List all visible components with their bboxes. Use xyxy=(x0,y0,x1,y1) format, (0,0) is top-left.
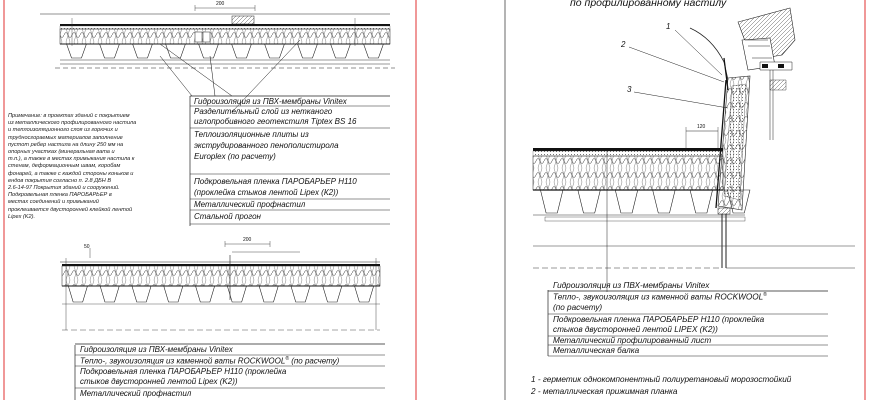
top-left-roof-section xyxy=(40,5,395,113)
legend-item-1: 1 - герметик однокомпонентный полиуретан… xyxy=(531,375,792,384)
bottom-registered-mark: ® xyxy=(285,356,289,362)
top-layer-4b: (проклейка стыков лентой Lipex (К2)) xyxy=(194,188,339,197)
top-dimension-200: 200 xyxy=(216,1,225,7)
note-line: стенам, деформационным швам, коробам xyxy=(8,163,121,170)
right-layer-4: Металлический профилированный лист xyxy=(553,336,712,345)
right-layer-1: Гидроизоляция из ПВХ-мембраны Vinitex xyxy=(553,281,710,290)
note-line: ендов покрытия согласно п. 2.8 ДБН В xyxy=(8,177,112,184)
callout-3: 3 xyxy=(627,85,632,94)
bottom-layer-3b: стыков двусторонней лентой Lipex (K2)) xyxy=(80,377,238,386)
note-line: т.п.), а также в местах примыкания насти… xyxy=(8,156,135,163)
note-line: проклеивается двусторонней клейкой ленто… xyxy=(8,206,133,213)
top-layer-3: Теплоизоляционные плиты из xyxy=(194,130,309,139)
top-layer-2b: иглопробивного геотекстиля Tiptex BS 16 xyxy=(194,117,357,126)
callout-2: 2 xyxy=(621,40,626,49)
note-line: Lipex (K2). xyxy=(8,213,36,220)
top-layer-1: Гидроизоляция из ПВХ-мембраны Vinitex xyxy=(194,97,347,106)
right-layer-2: Тепло-, звукоизоляция из каменной ваты R… xyxy=(553,292,767,302)
note-line: фонарей, а также с каждой стороны конько… xyxy=(8,170,134,177)
note-line: и теплоизоляционного слоя из горючих и xyxy=(8,127,118,134)
registered-mark: ® xyxy=(763,292,767,298)
legend-item-2: 2 - металлическая прижимная планка xyxy=(531,387,678,396)
right-layer-3: Подкровельная пленка ПАРОБАРЬЕР Н110 (пр… xyxy=(553,315,765,324)
bottom-layer-4: Металлический профнастил xyxy=(80,389,192,398)
right-detail-title: по профилированному настилу xyxy=(570,0,727,9)
bottom-dimension-200: 200 xyxy=(243,237,252,243)
note-line: местах соединений и примыканий xyxy=(8,199,99,206)
right-layer-5: Металлическая балка xyxy=(553,346,640,355)
note-line: трудносгораемых материалов заполнение xyxy=(8,134,123,141)
right-layer-table xyxy=(547,290,828,357)
top-layer-4: Подкровельная пленка ПАРОБАРЬЕР Н110 xyxy=(194,177,357,186)
top-layer-2: Разделительный слой из нетканого xyxy=(194,107,333,116)
note-line: 2.6-14-97 Покрытия зданий и сооружений. xyxy=(8,185,120,191)
bottom-layer-3: Подкровельная пленка ПАРОБАРЬЕР Н110 (пр… xyxy=(80,367,287,376)
note-line: опорных участках (минеральная вата и xyxy=(8,149,115,155)
top-layer-3b: экструдированного пенополистирола xyxy=(194,141,339,150)
right-layer-2b: (по расчету) xyxy=(553,303,603,312)
bottom-layer-2: Тепло-, звукоизоляция из каменной ваты R… xyxy=(80,356,340,366)
top-layer-3c: Europlex (по расчету) xyxy=(194,152,276,161)
note-line: Подкровельная пленка ПАРОБАРЬЕР в xyxy=(8,192,112,199)
dimension-120: 120 xyxy=(697,124,706,130)
top-layer-5: Металлический профнастил xyxy=(194,200,306,209)
bottom-dimension-50: 50 xyxy=(84,244,90,250)
top-left-layer-table xyxy=(189,95,390,226)
note-line: из металлического профилированного насти… xyxy=(8,120,137,127)
bottom-layer-1: Гидроизоляция из ПВХ-мембраны Vinitex xyxy=(80,345,233,354)
right-parapet-section xyxy=(532,7,855,292)
note-line: Примечание: в проектах зданий с покрытие… xyxy=(8,113,130,119)
callout-1: 1 xyxy=(666,22,671,31)
bottom-left-roof-section xyxy=(60,241,381,331)
top-layer-6: Стальной прогон xyxy=(194,212,261,221)
note-line: пустот ребер настила на длину 250 мм на xyxy=(8,141,124,148)
bottom-left-layer-table xyxy=(74,343,385,400)
right-layer-3b: стыков двусторонней лентой LIPEX (K2)) xyxy=(553,325,718,334)
